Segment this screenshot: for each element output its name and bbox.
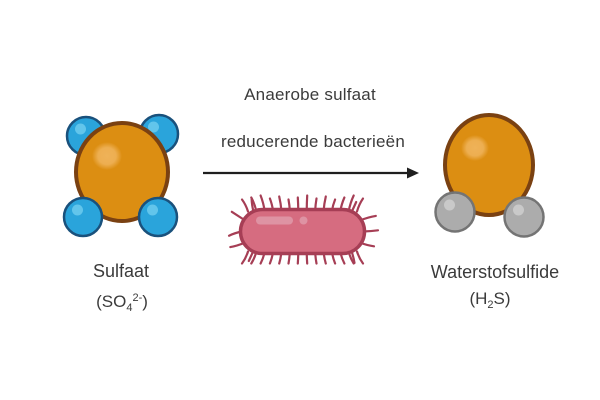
hydrogen-sphere-right-icon: [503, 196, 545, 238]
oxygen-sphere-bottom-right-icon: [137, 196, 179, 238]
bacterium-pilus: [240, 198, 250, 213]
reactant-formula: (SO42-): [96, 288, 148, 318]
bacterium-body: [238, 207, 367, 256]
sulfur-sphere-icon: [74, 121, 170, 223]
formula-post: S): [493, 289, 511, 308]
formula-pre: (H: [469, 289, 488, 308]
product-formula: (H2S): [469, 289, 510, 315]
bacterium-cilia-icon: [227, 194, 380, 265]
bacterium-highlight-bar: [256, 216, 293, 225]
formula-subscript: 2: [487, 299, 494, 311]
sulfate-molecule-icon: [62, 113, 180, 238]
bacterium-icon: [227, 194, 380, 265]
reactant-name-label: Sulfaat: [92, 261, 150, 281]
reaction-label-line1: Anaerobe sulfaat: [244, 85, 376, 104]
product-name-label: Waterstofsulfide: [430, 262, 560, 282]
hydrogen-sphere-left-icon: [434, 191, 476, 233]
hydrogen-sulfide-molecule-icon: [434, 113, 545, 238]
formula-subscript: 4: [126, 302, 133, 314]
reaction-label-line2: reducerende bacterieën: [221, 132, 405, 151]
bacterium-pilus: [240, 250, 250, 265]
formula-superscript: 2-: [132, 292, 143, 304]
bacterium-pilus: [355, 250, 365, 265]
bacterium-pilus: [355, 197, 365, 213]
sulfur-sphere-icon: [443, 113, 535, 217]
formula-post: ): [142, 292, 148, 311]
formula-pre: (SO: [96, 292, 127, 311]
bacterium-highlight-dot: [299, 216, 308, 225]
reaction-arrow-icon: [203, 167, 419, 179]
oxygen-sphere-bottom-left-icon: [62, 196, 104, 238]
